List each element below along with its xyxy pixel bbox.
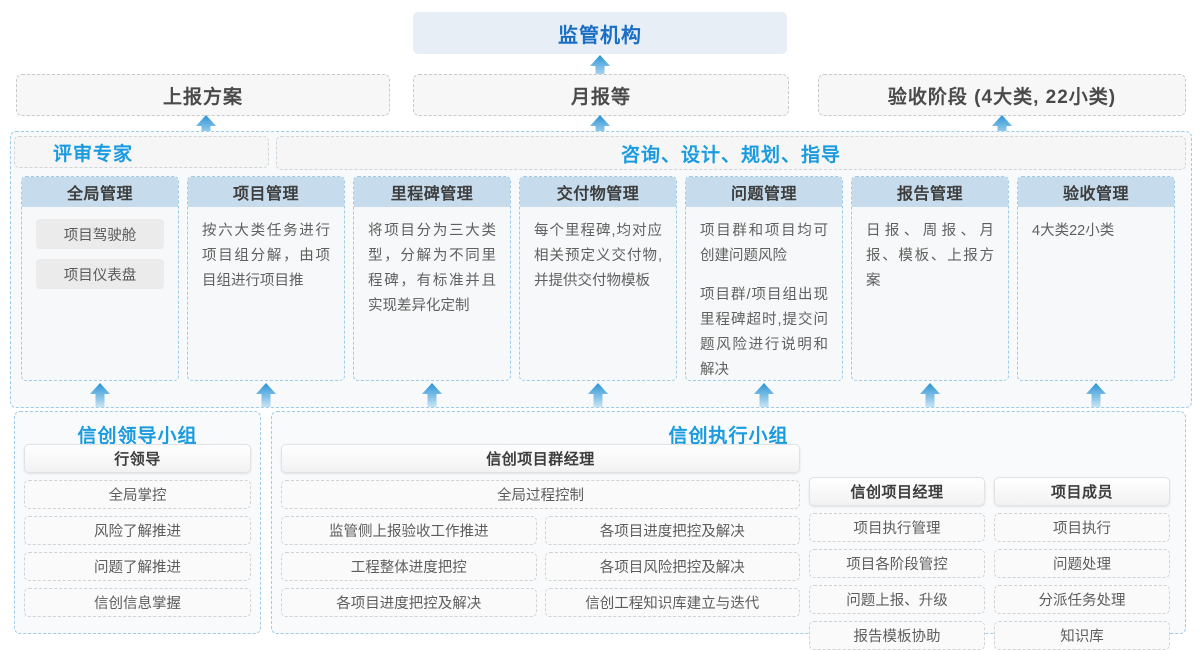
task-item[interactable]: 分派任务处理	[994, 585, 1170, 614]
task-item[interactable]: 信创信息掌握	[24, 588, 251, 617]
task-item[interactable]: 全局掌控	[24, 480, 251, 509]
task-item-wide[interactable]: 全局过程控制	[281, 480, 800, 509]
module-head-deliverable: 交付物管理	[520, 177, 676, 207]
leadership-group-stack: 行领导 全局掌控 风险了解推进 问题了解推进 信创信息掌握	[15, 440, 260, 617]
module-paragraph: 日报、周报、月报、模板、上报方案	[866, 223, 994, 289]
task-item[interactable]: 各项目风险把控及解决	[544, 552, 800, 581]
execution-group-panel: 信创执行小组 信创项目群经理 全局过程控制 监管侧上报验收工作推进 各项目进度把…	[271, 411, 1186, 650]
pm-group-block: 信创项目群经理 全局过程控制 监管侧上报验收工作推进 各项目进度把控及解决 工程…	[281, 444, 800, 650]
pm-group-row: 监管侧上报验收工作推进 各项目进度把控及解决	[281, 516, 800, 545]
arrow-up-to-regulator	[589, 54, 611, 80]
module-body-acceptance: 4大类22小类	[1018, 207, 1174, 244]
module-column-project[interactable]: 项目管理 按六大类任务进行项目组分解，由项目组进行项目推	[187, 176, 345, 381]
task-item[interactable]: 项目执行	[994, 513, 1170, 542]
member-block: 项目成员 项目执行 问题处理 分派任务处理 知识库	[994, 477, 1170, 650]
arrow-up-to-module-issue	[753, 382, 775, 408]
task-item[interactable]: 各项目进度把控及解决	[544, 516, 800, 545]
module-pill[interactable]: 项目仪表盘	[36, 259, 164, 289]
execution-group-title: 信创执行小组	[668, 426, 789, 447]
task-item[interactable]: 监管侧上报验收工作推进	[281, 516, 537, 545]
execution-group-columns: 信创项目群经理 全局过程控制 监管侧上报验收工作推进 各项目进度把控及解决 工程…	[272, 440, 1185, 650]
module-body-report: 日报、周报、月报、模板、上报方案	[852, 207, 1008, 294]
arrow-up-to-module-project	[255, 382, 277, 408]
module-column-deliverable[interactable]: 交付物管理 每个里程碑,均对应相关预定义交付物,并提供交付物模板	[519, 176, 677, 381]
panel-title-consulting: 咨询、设计、规划、指导	[276, 136, 1186, 170]
module-body-global: 项目驾驶舱 项目仪表盘	[22, 207, 178, 289]
module-body-milestone: 将项目分为三大类型，分解为不同里程碑，有标准并且实现差异化定制	[354, 207, 510, 319]
arrow-up-to-module-report	[919, 382, 941, 408]
module-paragraph: 按六大类任务进行项目组分解，由项目组进行项目推	[202, 223, 330, 289]
task-item[interactable]: 问题了解推进	[24, 552, 251, 581]
task-item[interactable]: 风险了解推进	[24, 516, 251, 545]
role-project-member[interactable]: 项目成员	[994, 477, 1170, 506]
pm-group-row: 工程整体进度把控 各项目风险把控及解决	[281, 552, 800, 581]
task-item[interactable]: 知识库	[994, 621, 1170, 650]
module-column-issue[interactable]: 问题管理 项目群和项目均可创建问题风险 项目群/项目组出现里程碑超时,提交问题风…	[685, 176, 843, 381]
module-head-project: 项目管理	[188, 177, 344, 207]
arrow-up-to-module-acceptance	[1085, 382, 1107, 408]
module-paragraph: 每个里程碑,均对应相关预定义交付物,并提供交付物模板	[534, 223, 662, 289]
module-body-project: 按六大类任务进行项目组分解，由项目组进行项目推	[188, 207, 344, 294]
arrow-up-to-module-deliverable	[587, 382, 609, 408]
arrow-up-to-module-global	[89, 382, 111, 408]
module-body-issue: 项目群和项目均可创建问题风险 项目群/项目组出现里程碑超时,提交问题风险进行说明…	[686, 207, 842, 380]
module-column-acceptance[interactable]: 验收管理 4大类22小类	[1017, 176, 1175, 381]
module-paragraph: 4大类22小类	[1032, 223, 1115, 239]
report-box-plan: 上报方案	[16, 74, 390, 116]
arrow-up-to-report-plan	[195, 114, 217, 140]
task-item[interactable]: 报告模板协助	[809, 621, 985, 650]
module-paragraph: 将项目分为三大类型，分解为不同里程碑，有标准并且实现差异化定制	[368, 223, 496, 314]
report-box-acceptance: 验收阶段 (4大类, 22小类)	[818, 74, 1186, 116]
module-head-issue: 问题管理	[686, 177, 842, 207]
task-item[interactable]: 各项目进度把控及解决	[281, 588, 537, 617]
leadership-group-panel: 信创领导小组 行领导 全局掌控 风险了解推进 问题了解推进 信创信息掌握	[14, 411, 261, 634]
arrow-up-to-report-acceptance	[991, 114, 1013, 140]
report-box-monthly: 月报等	[413, 74, 789, 116]
module-head-milestone: 里程碑管理	[354, 177, 510, 207]
module-head-report: 报告管理	[852, 177, 1008, 207]
panel-title-reviewers: 评审专家	[14, 136, 269, 168]
module-column-milestone[interactable]: 里程碑管理 将项目分为三大类型，分解为不同里程碑，有标准并且实现差异化定制	[353, 176, 511, 381]
module-body-deliverable: 每个里程碑,均对应相关预定义交付物,并提供交付物模板	[520, 207, 676, 294]
role-project-manager[interactable]: 信创项目经理	[809, 477, 985, 506]
arrow-up-to-module-milestone	[421, 382, 443, 408]
regulator-box: 监管机构	[413, 12, 787, 54]
task-item[interactable]: 问题处理	[994, 549, 1170, 578]
arrow-up-to-report-monthly	[589, 114, 611, 140]
module-column-global[interactable]: 全局管理 项目驾驶舱 项目仪表盘	[21, 176, 179, 381]
task-item[interactable]: 问题上报、升级	[809, 585, 985, 614]
role-program-manager[interactable]: 信创项目群经理	[281, 444, 800, 473]
leadership-group-title: 信创领导小组	[77, 426, 198, 447]
module-paragraph: 项目群和项目均可创建问题风险	[700, 223, 828, 264]
module-head-global: 全局管理	[22, 177, 178, 207]
module-head-acceptance: 验收管理	[1018, 177, 1174, 207]
role-bank-leader[interactable]: 行领导	[24, 444, 251, 473]
task-item[interactable]: 工程整体进度把控	[281, 552, 537, 581]
pm-block: 信创项目经理 项目执行管理 项目各阶段管控 问题上报、升级 报告模板协助	[809, 477, 985, 650]
pm-group-row: 各项目进度把控及解决 信创工程知识库建立与迭代	[281, 588, 800, 617]
task-item[interactable]: 项目各阶段管控	[809, 549, 985, 578]
task-item[interactable]: 信创工程知识库建立与迭代	[544, 588, 800, 617]
module-pill[interactable]: 项目驾驶舱	[36, 219, 164, 249]
module-paragraph: 项目群/项目组出现里程碑超时,提交问题风险进行说明和解决	[700, 287, 828, 378]
module-column-report[interactable]: 报告管理 日报、周报、月报、模板、上报方案	[851, 176, 1009, 381]
task-item[interactable]: 项目执行管理	[809, 513, 985, 542]
